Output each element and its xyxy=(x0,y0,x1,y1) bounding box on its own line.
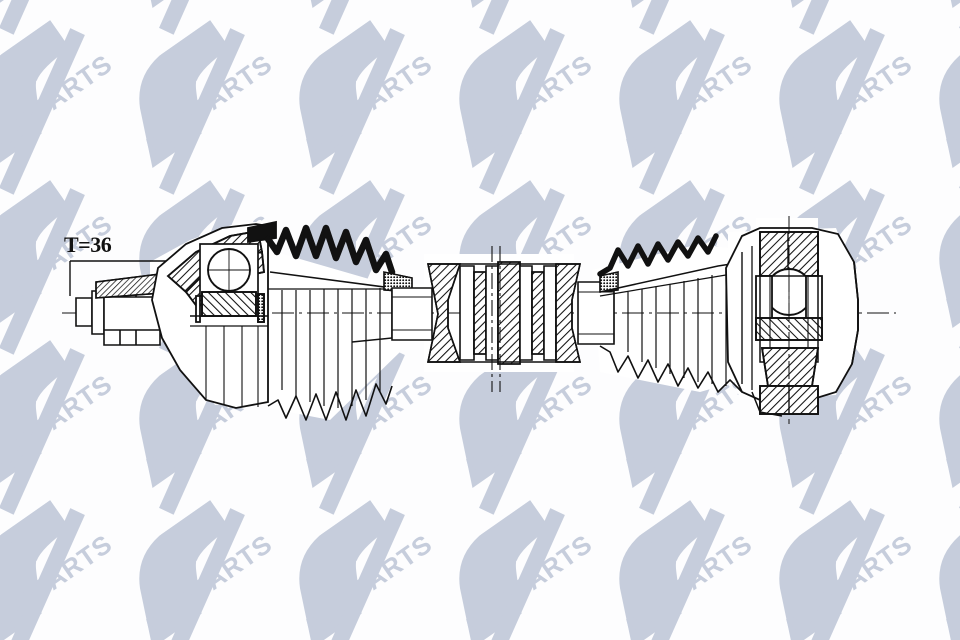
shaft-bar-left xyxy=(391,287,433,341)
right-boot xyxy=(597,233,745,393)
left-boot xyxy=(264,224,413,421)
left-cv-joint xyxy=(151,220,277,409)
inner-stub-shaft xyxy=(75,287,161,346)
right-cv-joint xyxy=(725,216,859,424)
vibration-damper xyxy=(427,246,582,392)
spline-count-label: T=36 xyxy=(64,232,112,257)
